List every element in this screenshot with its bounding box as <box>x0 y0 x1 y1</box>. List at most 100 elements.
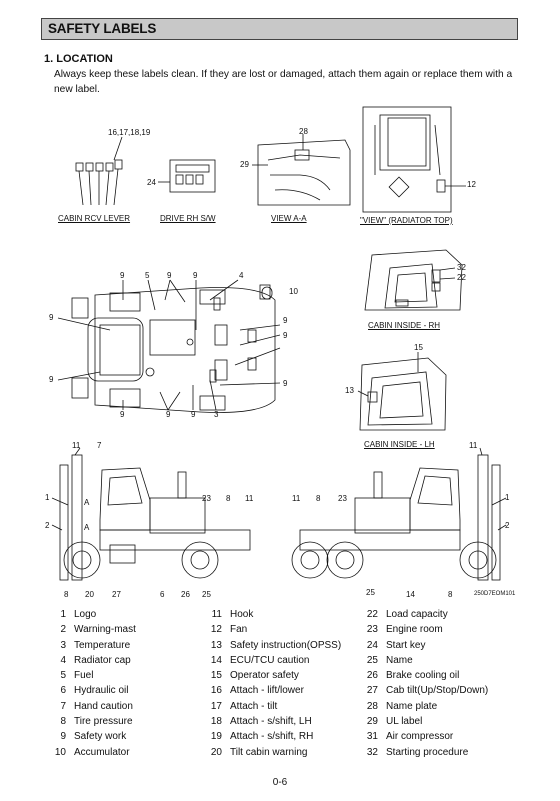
page-number: 0-6 <box>272 777 288 788</box>
drive-rh-switch-drawing <box>158 159 216 193</box>
callout-9: 9 <box>49 375 54 384</box>
radiator-top-drawing <box>362 106 466 213</box>
callout-9: 9 <box>283 379 288 388</box>
cabin-rcv-lever-drawing <box>75 136 123 206</box>
view-label-radiator-top: "VIEW" (RADIATOR TOP) <box>360 216 453 225</box>
callout-8: 8 <box>448 590 453 599</box>
view-label-cabin-rcv-lever: CABIN RCV LEVER <box>58 214 131 223</box>
callout-6: 6 <box>160 590 165 599</box>
callout-24: 24 <box>147 178 156 187</box>
page-title: SAFETY LABELS <box>48 21 157 36</box>
callout-9: 9 <box>120 271 125 280</box>
callout-11: 11 <box>469 441 478 450</box>
callout-9: 9 <box>167 271 172 280</box>
callout-11: 11 <box>72 441 81 450</box>
callout-15: 15 <box>414 343 423 352</box>
view-aa-drawing <box>252 134 351 206</box>
section-heading: 1. LOCATION <box>44 53 113 65</box>
callout-9: 9 <box>120 410 125 419</box>
callout-28: 28 <box>299 127 308 136</box>
callout-20: 20 <box>85 590 94 599</box>
callout-23: 23 <box>338 494 347 503</box>
callout-9: 9 <box>191 410 196 419</box>
callout-9: 9 <box>49 313 54 322</box>
callout-4: 4 <box>239 271 244 280</box>
callout-10: 10 <box>289 287 298 296</box>
callout-9: 9 <box>283 331 288 340</box>
callout-a: A <box>84 498 90 507</box>
callout-32: 32 <box>457 263 466 272</box>
callout-1: 1 <box>45 493 50 502</box>
callout-2: 2 <box>505 521 510 530</box>
callout-8: 8 <box>64 590 69 599</box>
callout-8: 8 <box>226 494 231 503</box>
callout-29: 29 <box>240 160 249 169</box>
callout-25: 25 <box>202 590 211 599</box>
callout-12: 12 <box>467 180 476 189</box>
callout-9: 9 <box>283 316 288 325</box>
view-label-drive-rh-sw: DRIVE RH S/W <box>160 214 216 223</box>
page-header-bar: SAFETY LABELS <box>41 18 518 40</box>
callout-8: 8 <box>316 494 321 503</box>
callout-1: 1 <box>505 493 510 502</box>
view-label-cabin-inside-rh: CABIN INSIDE - RH <box>368 321 441 330</box>
truck-side-view-right-drawing <box>291 447 507 581</box>
callout-25: 25 <box>366 588 375 597</box>
callout-13: 13 <box>345 386 354 395</box>
callout-27: 27 <box>112 590 121 599</box>
callout-22: 22 <box>457 273 466 282</box>
callout-11: 11 <box>245 494 254 503</box>
callout-23: 23 <box>202 494 211 503</box>
callout-7: 7 <box>97 441 102 450</box>
callout-a: A <box>84 523 90 532</box>
view-label-view-aa: VIEW A-A <box>271 214 307 223</box>
view-label-cabin-inside-lh: CABIN INSIDE - LH <box>364 440 435 449</box>
callout-9: 9 <box>166 410 171 419</box>
callout-2: 2 <box>45 521 50 530</box>
truck-top-view-drawing <box>57 279 281 413</box>
callout-14: 14 <box>406 590 415 599</box>
callout-26: 26 <box>181 590 190 599</box>
callout-9: 9 <box>193 271 198 280</box>
callout-11: 11 <box>292 494 301 503</box>
truck-side-view-left-drawing <box>51 447 251 581</box>
callout-16-19: 16,17,18,19 <box>108 128 151 137</box>
callout-5: 5 <box>145 271 150 280</box>
cabin-inside-lh-drawing <box>357 352 447 431</box>
cabin-inside-rh-drawing <box>364 249 463 311</box>
